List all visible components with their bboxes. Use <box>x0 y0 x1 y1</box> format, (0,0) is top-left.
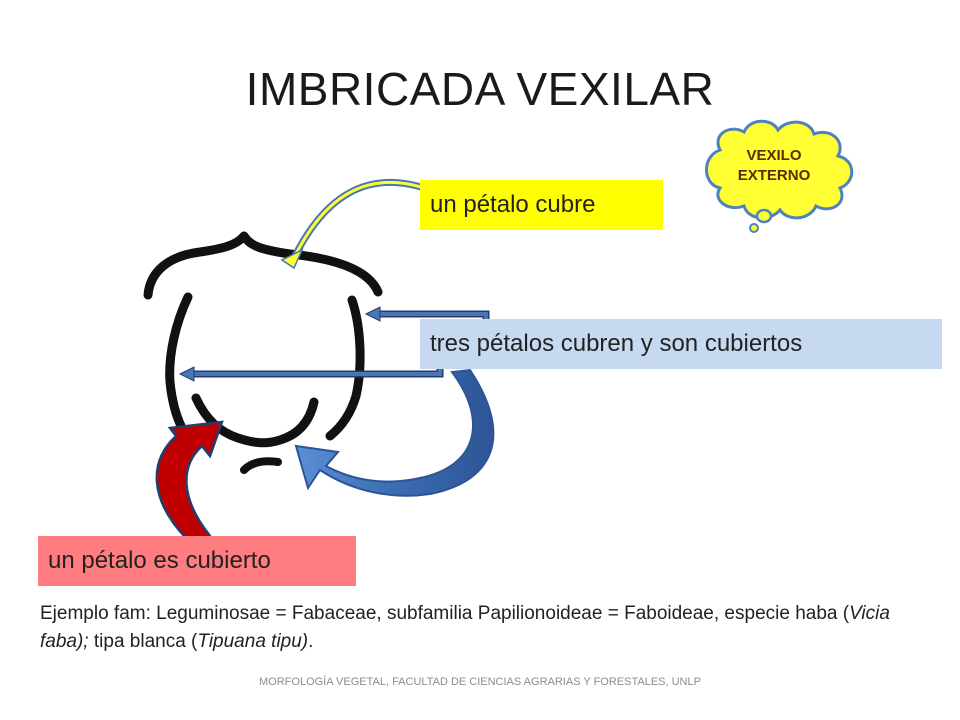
left-wing-petal <box>165 292 193 433</box>
example-part-5: . <box>308 631 314 652</box>
example-species-2: Tipuana tipu) <box>197 631 309 652</box>
cloud-text: VEXILO EXTERNO <box>718 146 830 186</box>
label-three-petals-cover: tres pétalos cubren y son cubiertos <box>420 319 942 369</box>
example-species-1: Vicia faba); <box>40 603 890 652</box>
example-part-3: tipa blanca ( <box>88 631 198 652</box>
slide-title: IMBRICADA VEXILAR <box>245 63 715 115</box>
example-part-1: Ejemplo fam: Leguminosae = Fabaceae, sub… <box>40 603 850 624</box>
keel-tip <box>240 457 282 474</box>
right-wing-petal <box>325 295 365 441</box>
thought-cloud <box>705 119 854 233</box>
vexillum-petal <box>143 231 383 300</box>
example-text: Ejemplo fam: Leguminosae = Fabaceae, sub… <box>40 600 920 656</box>
arrow-red <box>155 420 224 540</box>
cloud-line-2: EXTERNO <box>737 167 811 184</box>
cloud-line-1: VEXILO <box>746 147 802 164</box>
arrow-big-blue <box>294 368 495 497</box>
footer: MORFOLOGÍA VEGETAL, FACULTAD DE CIENCIAS… <box>259 676 701 688</box>
arrow-one-covers <box>280 178 432 270</box>
label-one-petal-covers: un pétalo cubre <box>420 180 663 230</box>
label-one-petal-covered: un pétalo es cubierto <box>38 536 356 586</box>
